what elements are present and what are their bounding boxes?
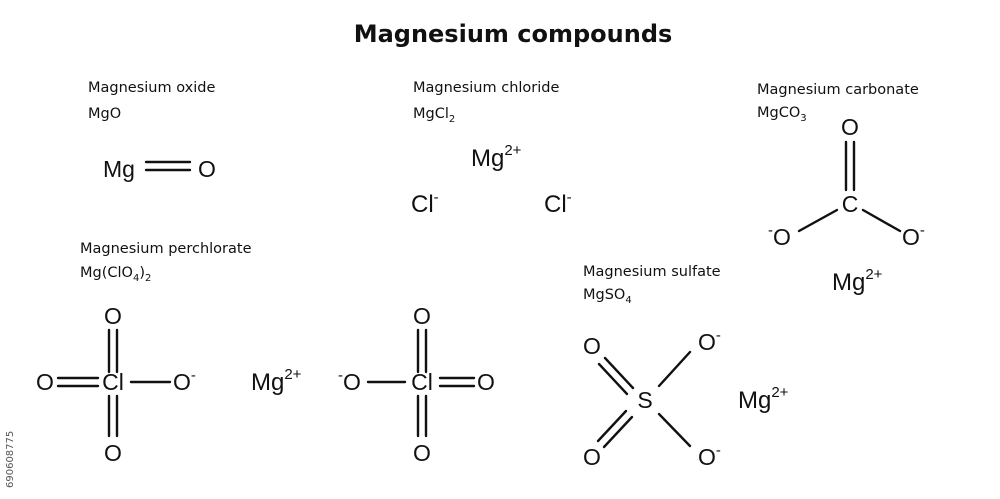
carbonate-name: Magnesium carbonate bbox=[757, 82, 919, 98]
oxide-mg-atom: Mg bbox=[103, 156, 135, 182]
perchlorate-left-o-top: O bbox=[104, 303, 122, 329]
chloride-mg-ion: Mg2+ bbox=[471, 142, 522, 172]
carbonate-bond-left bbox=[797, 208, 839, 233]
oxide-formula: MgO bbox=[88, 106, 121, 122]
sulfate-bond-lr bbox=[657, 412, 692, 448]
carbonate-formula: MgCO3 bbox=[757, 105, 807, 124]
sulfate-o-upper-left: O bbox=[583, 333, 601, 359]
perchlorate-right-o-left: -O bbox=[338, 367, 361, 395]
sulfate-bond-ul-1 bbox=[603, 356, 635, 390]
sulfate-bond-ll-1 bbox=[596, 409, 628, 443]
perchlorate-right-cl: Cl bbox=[411, 369, 433, 395]
carbonate-bond-right bbox=[861, 208, 902, 233]
magnesium-chloride: Magnesium chloride MgCl2 Mg2+ Cl- Cl- bbox=[411, 80, 572, 218]
sulfate-o-lower-right: O- bbox=[698, 442, 721, 470]
carbonate-o-left: -O bbox=[768, 222, 791, 250]
svg-text:690608775: 690608775 bbox=[5, 431, 16, 488]
perchlorate-left-cl: Cl bbox=[102, 369, 124, 395]
carbonate-o-top-atom: O bbox=[841, 114, 859, 140]
sulfate-s-atom: S bbox=[637, 387, 652, 413]
sulfate-bond-ur bbox=[657, 350, 692, 388]
perchlorate-left-o-right: O- bbox=[173, 367, 196, 395]
sulfate-formula: MgSO4 bbox=[583, 287, 632, 306]
perchlorate-mg-ion: Mg2+ bbox=[251, 366, 302, 396]
carbonate-c-atom: C bbox=[842, 191, 859, 217]
sulfate-o-upper-right: O- bbox=[698, 327, 721, 355]
perchlorate-left-o-left: O bbox=[36, 369, 54, 395]
chloride-name: Magnesium chloride bbox=[413, 80, 559, 96]
magnesium-carbonate: Magnesium carbonate MgCO3 O C -O O- Mg2+ bbox=[757, 82, 925, 296]
watermark-id: 690608775 bbox=[5, 431, 16, 488]
sulfate-name: Magnesium sulfate bbox=[583, 264, 721, 280]
sulfate-mg-ion: Mg2+ bbox=[738, 384, 789, 414]
perchlorate-right-o-top: O bbox=[413, 303, 431, 329]
chloride-cl-ion-left: Cl- bbox=[411, 189, 439, 218]
carbonate-mg-ion: Mg2+ bbox=[832, 266, 883, 296]
oxide-o-atom: O bbox=[198, 156, 216, 182]
perchlorate-right-o-right: O bbox=[477, 369, 495, 395]
magnesium-sulfate: Magnesium sulfate MgSO4 O O- S O O- Mg2+ bbox=[583, 264, 789, 470]
sulfate-o-lower-left: O bbox=[583, 444, 601, 470]
sulfate-bond-ul-2 bbox=[597, 362, 629, 396]
oxide-name: Magnesium oxide bbox=[88, 80, 215, 96]
perchlorate-left-o-bottom: O bbox=[104, 440, 122, 466]
page-title: Magnesium compounds bbox=[354, 20, 673, 48]
magnesium-perchlorate: Magnesium perchlorate Mg(ClO4)2 O O Cl O… bbox=[36, 241, 495, 466]
carbonate-o-right: O- bbox=[902, 222, 925, 250]
chloride-formula: MgCl2 bbox=[413, 106, 455, 125]
perchlorate-name: Magnesium perchlorate bbox=[80, 241, 252, 257]
magnesium-oxide: Magnesium oxide MgO Mg O bbox=[88, 80, 216, 182]
perchlorate-formula: Mg(ClO4)2 bbox=[80, 265, 151, 284]
chloride-cl-ion-right: Cl- bbox=[544, 189, 572, 218]
sulfate-bond-ll-2 bbox=[602, 415, 634, 449]
perchlorate-right-o-bottom: O bbox=[413, 440, 431, 466]
